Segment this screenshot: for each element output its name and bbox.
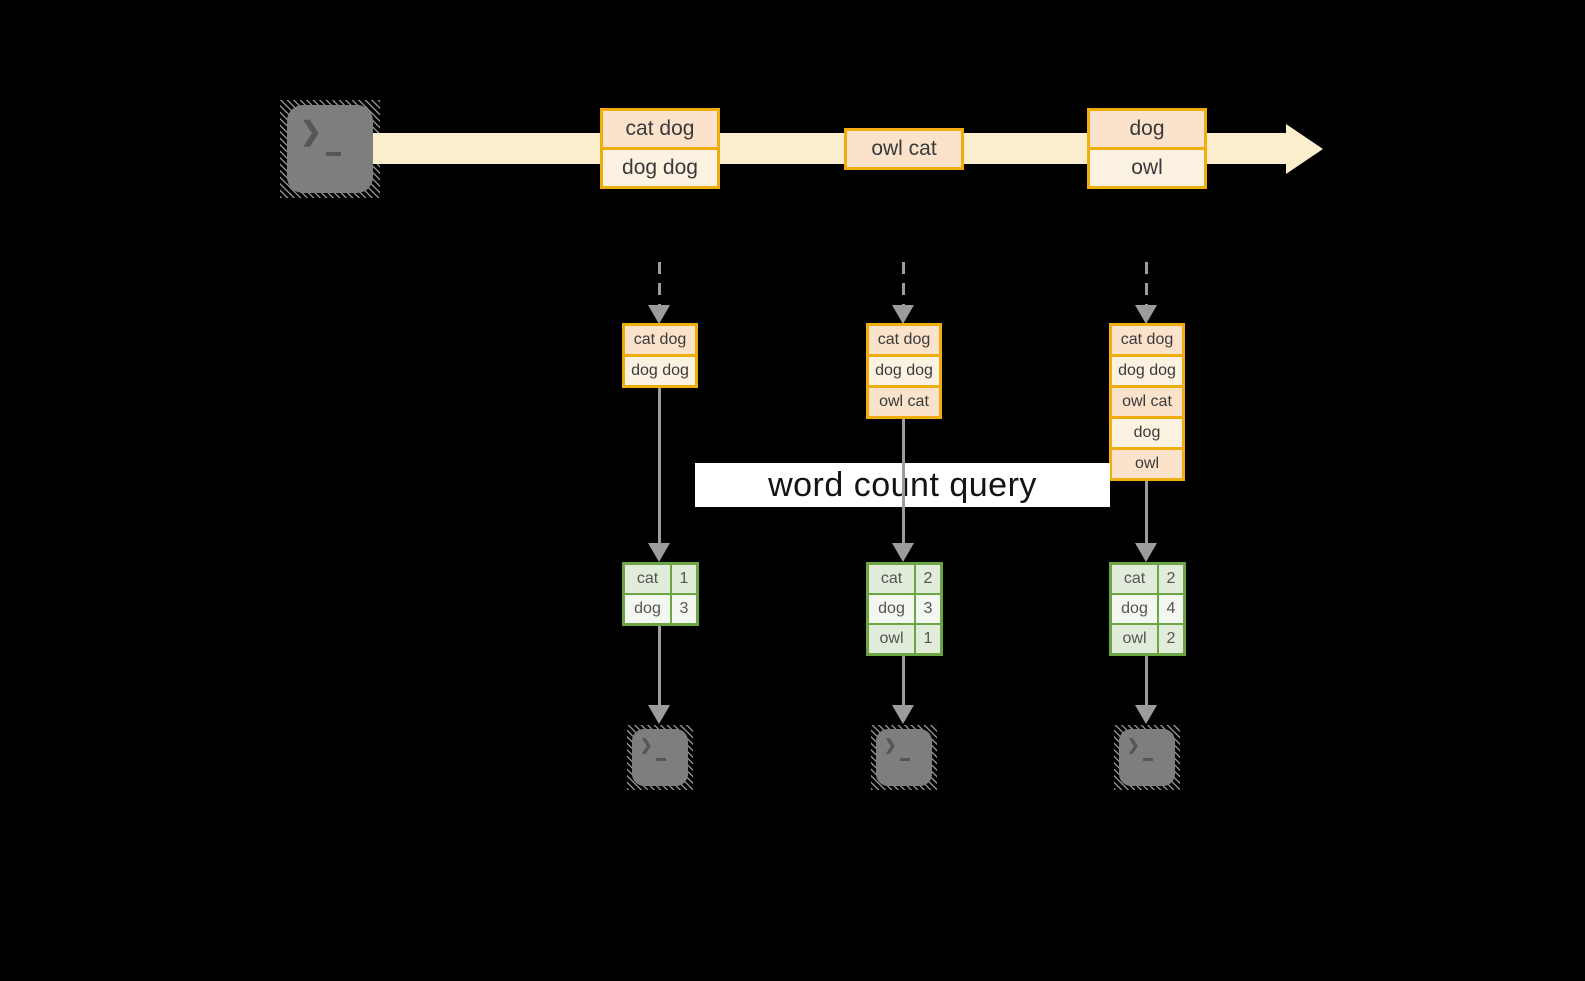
count-value: 4 xyxy=(1157,595,1183,623)
stream-record: owl xyxy=(1090,147,1204,186)
input-row: owl xyxy=(1112,447,1182,478)
count-value: 1 xyxy=(914,625,940,653)
count-value: 1 xyxy=(670,565,696,593)
arrowhead-icon xyxy=(892,305,914,324)
count-word: dog xyxy=(634,600,661,617)
count-value: 2 xyxy=(1157,625,1183,653)
stream-batch-3: dog owl xyxy=(1087,108,1207,189)
arrowhead-icon xyxy=(892,705,914,724)
arrow-line xyxy=(902,419,905,544)
count-value: 2 xyxy=(914,565,940,593)
stream-arrowhead-icon xyxy=(1286,124,1323,174)
arrowhead-icon xyxy=(1135,543,1157,562)
terminal-icon xyxy=(632,729,688,786)
count-word: owl xyxy=(879,630,904,647)
input-table-3: cat dog dog dog owl cat dog owl xyxy=(1109,323,1185,481)
arrowhead-icon xyxy=(1135,305,1157,324)
terminal-cursor-icon xyxy=(326,152,341,156)
count-word: dog xyxy=(878,600,905,617)
stream-record: cat dog xyxy=(603,111,717,147)
input-row: cat dog xyxy=(869,326,939,354)
arrowhead-icon xyxy=(648,305,670,324)
stream-record: dog xyxy=(1090,111,1204,147)
input-row: dog dog xyxy=(869,354,939,385)
arrowhead-icon xyxy=(648,543,670,562)
arrowhead-icon xyxy=(648,705,670,724)
terminal-prompt-icon: ❯ xyxy=(300,116,322,146)
count-word: owl xyxy=(1122,630,1147,647)
count-table-1: cat 1 dog 3 xyxy=(622,562,699,626)
terminal-icon xyxy=(1119,729,1175,786)
arrow-line xyxy=(902,656,905,706)
count-word: cat xyxy=(880,570,903,587)
terminal-prompt-icon: ❯ xyxy=(884,737,897,754)
count-word: cat xyxy=(636,570,659,587)
count-word: dog xyxy=(1121,600,1148,617)
arrow-line xyxy=(1145,481,1148,544)
terminal-cursor-icon xyxy=(1143,758,1153,761)
terminal-prompt-icon: ❯ xyxy=(1127,737,1140,754)
stream-batch-2: owl cat xyxy=(844,128,964,170)
stream-record: owl cat xyxy=(847,131,961,167)
terminal-cursor-icon xyxy=(900,758,910,761)
arrow-line xyxy=(658,388,661,544)
terminal-prompt-icon: ❯ xyxy=(640,737,653,754)
arrow-line xyxy=(658,626,661,706)
input-row: dog dog xyxy=(1112,354,1182,385)
terminal-icon xyxy=(287,105,373,193)
arrowhead-icon xyxy=(1135,705,1157,724)
input-row: dog xyxy=(1112,416,1182,447)
input-row: dog dog xyxy=(625,354,695,385)
terminal-cursor-icon xyxy=(656,758,666,761)
input-row: owl cat xyxy=(869,385,939,416)
count-table-3: cat 2 dog 4 owl 2 xyxy=(1109,562,1186,656)
stream-batch-1: cat dog dog dog xyxy=(600,108,720,189)
input-row: cat dog xyxy=(1112,326,1182,354)
arrowhead-icon xyxy=(892,543,914,562)
count-word: cat xyxy=(1123,570,1146,587)
arrow-line xyxy=(1145,656,1148,706)
dashed-arrow xyxy=(658,262,661,306)
count-value: 2 xyxy=(1157,565,1183,593)
count-table-2: cat 2 dog 3 owl 1 xyxy=(866,562,943,656)
input-row: cat dog xyxy=(625,326,695,354)
input-row: owl cat xyxy=(1112,385,1182,416)
input-table-2: cat dog dog dog owl cat xyxy=(866,323,942,419)
dashed-arrow xyxy=(902,262,905,306)
count-value: 3 xyxy=(670,595,696,623)
input-table-1: cat dog dog dog xyxy=(622,323,698,388)
count-value: 3 xyxy=(914,595,940,623)
stream-record: dog dog xyxy=(603,147,717,186)
terminal-icon xyxy=(876,729,932,786)
dashed-arrow xyxy=(1145,262,1148,306)
